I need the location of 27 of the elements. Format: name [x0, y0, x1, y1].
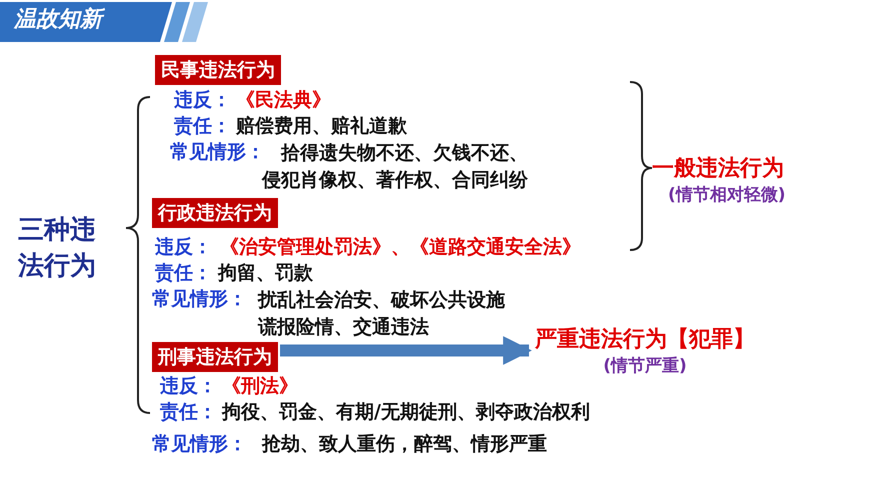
field-label: 违反： [160, 374, 217, 399]
description-text: 拘留、罚款 [218, 261, 313, 286]
description-text: 拾得遗失物不还、欠钱不还、侵犯肖像权、著作权、合同纠纷 [262, 141, 529, 193]
field-label: 常见情形： [152, 287, 247, 312]
category-heading: 一般违法行为 [652, 155, 784, 183]
law-reference: 《民法典》 [236, 88, 331, 113]
field-label: 违反： [174, 88, 231, 113]
result-note: (情节严重) [602, 354, 688, 377]
category-box: 行政违法行为 [152, 198, 278, 228]
note-text: (情节相对轻微) [668, 184, 786, 206]
arrow [280, 336, 532, 365]
description-text: 拘役、罚金、有期/无期徒刑、剥夺政治权利 [222, 400, 590, 425]
description-text: 赔偿费用、赔礼道歉 [236, 114, 407, 139]
description-text: 抢劫、致人重伤，醉驾、情形严重 [262, 432, 547, 457]
category-box: 民事违法行为 [155, 55, 281, 85]
law-reference: 《治安管理处罚法》、《道路交通安全法》 [220, 235, 581, 260]
law-reference: 《刑法》 [222, 374, 298, 399]
field-label: 责任： [174, 114, 231, 139]
main-heading: 三种违法行为 [18, 214, 96, 284]
field-label: 常见情形： [152, 432, 247, 457]
field-label: 责任： [155, 261, 212, 286]
field-label: 常见情形： [170, 140, 265, 165]
result-heading: 严重违法行为【犯罪】 [535, 326, 755, 354]
category-box: 刑事违法行为 [152, 342, 278, 372]
field-label: 违反： [155, 235, 212, 260]
description-text: 扰乱社会治安、破坏公共设施谎报险情、交通违法 [258, 288, 506, 340]
field-label: 责任： [160, 400, 217, 425]
